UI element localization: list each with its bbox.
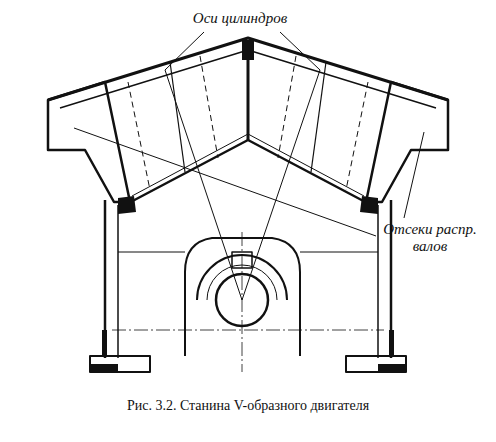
axis-label: Оси цилиндров [150, 10, 330, 27]
figure-caption: Рис. 3.2. Станина V-образного двигателя [127, 398, 369, 414]
compartment-label: Отсеки распр. валов [380, 221, 480, 256]
